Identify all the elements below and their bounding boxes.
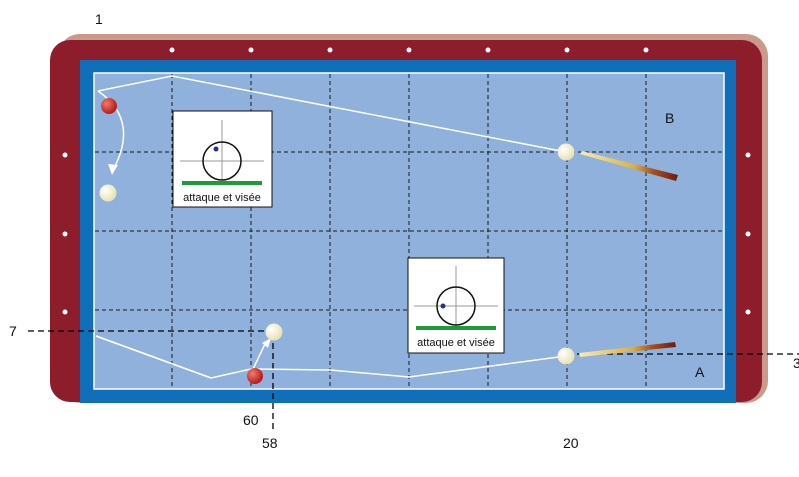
label-bottom-20: 20 [563, 435, 579, 451]
diamond-icon [745, 309, 751, 315]
trajectory-lower-final [95, 335, 212, 379]
label-left: 7 [9, 323, 17, 339]
diamond-icon [643, 47, 649, 53]
aim-caption: attaque et visée [417, 337, 495, 349]
diamond-icon [62, 152, 68, 158]
label-bottom-58: 58 [262, 435, 278, 451]
cue-ball-icon [99, 184, 117, 202]
aim-contact-dot [213, 146, 219, 152]
diamond-icon [327, 47, 333, 53]
diamond-icon [745, 152, 751, 158]
cue-stick-upper [580, 151, 678, 181]
diamond-icon [248, 47, 254, 53]
trajectory-arrowheads [108, 164, 271, 348]
cue-stick-icon [579, 342, 676, 357]
aim-inset-lower: attaque et visée [407, 257, 505, 354]
red-ball-icon [101, 98, 117, 114]
label-right: 3 [793, 355, 799, 371]
diamond-icon [745, 231, 751, 237]
cue-stick-lower [579, 342, 676, 357]
diamond-icon [62, 231, 68, 237]
diamond-icon [62, 309, 68, 315]
aim-ball-outline [436, 286, 476, 326]
label-top-left: 1 [95, 11, 103, 27]
trajectory-lower-to-target [252, 341, 267, 370]
label-zone-a: A [695, 364, 705, 380]
balls [99, 98, 575, 384]
cue-ball-icon [557, 143, 575, 161]
arrowhead-icon [108, 164, 118, 175]
label-bottom-60: 60 [243, 412, 259, 428]
table-grid [95, 74, 723, 388]
reference-lines [28, 330, 799, 430]
cue-ball-icon [557, 347, 575, 365]
diamond-icon [485, 409, 491, 415]
diamond-icon [327, 409, 333, 415]
aim-contact-dot [440, 303, 446, 309]
cue-stick-icon [580, 151, 678, 181]
rail-diamonds [62, 47, 751, 415]
aim-ball-outline [202, 141, 242, 181]
diamond-icon [485, 47, 491, 53]
ball-trajectories [95, 75, 567, 379]
aim-inset-upper: attaque et visée [172, 110, 273, 208]
diamond-icon [564, 409, 570, 415]
diamond-icon [643, 409, 649, 415]
diamond-icon [406, 409, 412, 415]
trajectory-upper-curve [97, 90, 125, 171]
diamond-icon [564, 47, 570, 53]
diamond-icon [248, 409, 254, 415]
diamond-icon [169, 409, 175, 415]
red-ball-icon [247, 368, 263, 384]
diamond-icon [406, 47, 412, 53]
cue-ball-icon [265, 323, 283, 341]
label-zone-b: B [665, 110, 674, 126]
trajectory-upper [97, 75, 567, 153]
diamond-icon [169, 47, 175, 53]
arrowhead-icon [262, 338, 271, 348]
aim-caption: attaque et visée [183, 192, 261, 204]
